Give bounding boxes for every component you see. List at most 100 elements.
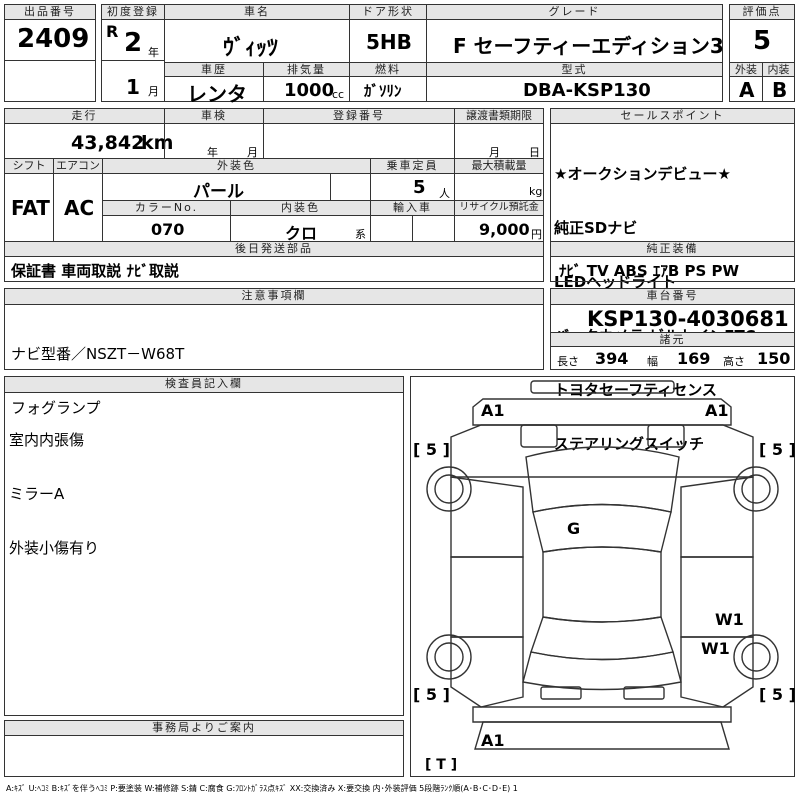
wheel-rear-right-inner (741, 642, 771, 672)
chassis-box: KSP130-4030681 (550, 304, 795, 333)
later-parts-label: 後日発送部品 (4, 241, 544, 257)
score-value: 5 (753, 26, 772, 56)
recycle-value: 9,000 (479, 220, 530, 239)
interior-box: B (762, 76, 795, 102)
rear-panel (472, 706, 732, 723)
headlight-right (647, 424, 685, 448)
ac-value: AC (64, 196, 95, 220)
ac-label: エアコン (53, 158, 103, 174)
inspector-line: ミラーA (9, 485, 65, 503)
caution-line: ナビ型番／NSZT－W68T (11, 345, 185, 363)
grade-box: F セーフティーエディション3 (426, 19, 724, 63)
car-name-label: 車名 (164, 4, 350, 20)
mileage-box: 43,842 km (4, 123, 173, 159)
shift-box: FAT (4, 173, 54, 242)
wheel-front-left (426, 466, 472, 512)
displacement-label: 排気量 (263, 62, 350, 77)
width-value: 169 (677, 349, 711, 368)
front-bumper-top (530, 380, 675, 394)
shift-label: シフト (4, 158, 54, 174)
inspector-line: 室内内張傷 (9, 431, 85, 449)
later-parts-value: 保証書 車両取説 ﾅﾋﾞ取説 (11, 262, 179, 280)
exterior-box: A (729, 76, 763, 102)
mileage-value: 43,842 (71, 132, 145, 154)
mark-5-rear-left: [ 5 ] (413, 685, 450, 704)
door-box: 5HB (349, 19, 427, 63)
inspector-box: 室内内張傷 ミラーA 外装小傷有り (4, 392, 404, 716)
left-quarter (450, 636, 524, 708)
regnum-box (263, 123, 455, 159)
sales-line: LEDヘッドライト (554, 273, 677, 291)
mark-a1-front-left: A1 (481, 401, 505, 420)
mark-a1-rear: A1 (481, 731, 505, 750)
sales-line: 純正SDナビ (554, 219, 638, 237)
mark-5-front-left: [ 5 ] (413, 440, 450, 459)
year-unit: 年 (148, 46, 159, 59)
inspector-notes: 室内内張傷 ミラーA 外装小傷有り (9, 395, 99, 593)
interior-value: B (772, 78, 788, 102)
length-label: 長さ (557, 355, 579, 368)
equip-value: ﾅﾋﾞ TV ABS ｴｱB PS PW (559, 262, 740, 280)
lot-number: 2409 (17, 24, 90, 54)
inspector-line: 外装小傷有り (9, 539, 100, 557)
wheel-front-right (733, 466, 779, 512)
inspection-year: 年 (207, 146, 218, 159)
car-diagram: A1 A1 [ 5 ] [ 5 ] G W1 W1 [ 5 ] [ 5 ] A1… (410, 376, 796, 777)
front-bumper (472, 398, 732, 426)
sales-label: セールスポイント (550, 108, 795, 124)
model-label: 型式 (426, 62, 723, 77)
wheel-front-left-inner (434, 474, 464, 504)
wheel-rear-left (426, 634, 472, 680)
import-box-a (370, 215, 413, 242)
mark-w1-right-rear: W1 (715, 610, 744, 629)
inspection-label: 車検 (164, 108, 264, 124)
displacement-unit: cc (332, 88, 345, 101)
transfer-label: 譲渡書類期限 (454, 108, 544, 124)
intcolor-value: クロ (285, 224, 318, 243)
sales-line: トヨタセーフティセンス (554, 381, 717, 399)
grade-value: F セーフティーエディション3 (453, 34, 724, 58)
inspection-box: 年 月 (164, 123, 264, 159)
lot-box: 2409 (4, 19, 96, 61)
colorno-value: 070 (151, 220, 185, 239)
intcolor-label: 内装色 (230, 200, 371, 216)
car-name-box: ｳﾞｨｯﾂ (164, 19, 350, 63)
mark-g-windshield: G (567, 519, 581, 538)
taillight-left (540, 686, 582, 700)
height-value: 150 (757, 349, 791, 368)
equip-label: 純正装備 (550, 241, 795, 257)
color-box: パール (102, 173, 331, 202)
office-box (4, 735, 404, 777)
sales-box: ★オークションデビュー★ 純正SDナビ LEDヘッドライト バックカメラ ビルト… (550, 123, 795, 453)
capacity-unit: 人 (439, 187, 450, 200)
displacement-box: 1000 cc (263, 76, 350, 102)
transfer-box: 月 日 (454, 123, 544, 159)
specs-box: 長さ 394 幅 169 高さ 150 (550, 346, 795, 370)
chassis-number: KSP130-4030681 (587, 307, 789, 331)
mark-a1-front-right: A1 (705, 401, 729, 420)
car-name: ｳﾞｨｯﾂ (223, 36, 279, 61)
first-reg-label: 初度登録 (101, 4, 165, 20)
capacity-box: 5 人 (370, 173, 455, 201)
lot-label: 出品番号 (4, 4, 96, 20)
mark-t-trunk: [ T ] (425, 757, 458, 773)
colorno-box: 070 (102, 215, 231, 242)
left-front-door (450, 476, 524, 558)
wheel-rear-left-inner (434, 642, 464, 672)
car-outline (426, 380, 779, 750)
door-value: 5HB (366, 30, 412, 54)
rear-bumper (474, 721, 730, 750)
windshield (532, 503, 672, 553)
caution-box: ナビ型番／NSZT－W68T フォグランプ (4, 304, 544, 417)
chassis-label: 車台番号 (550, 288, 795, 305)
exterior-value: A (739, 78, 755, 102)
caution-notes: ナビ型番／NSZT－W68T フォグランプ (11, 309, 184, 453)
later-parts-box: 保証書 車両取説 ﾅﾋﾞ取説 (4, 256, 544, 282)
mark-5-front-right: [ 5 ] (759, 440, 796, 459)
transfer-month: 月 (489, 146, 500, 159)
wheel-front-right-inner (741, 474, 771, 504)
import-label: 輸入車 (370, 200, 455, 216)
intcolor-box: クロ 系 (230, 215, 371, 243)
height-label: 高さ (723, 355, 745, 368)
score-label: 評価点 (729, 4, 795, 20)
